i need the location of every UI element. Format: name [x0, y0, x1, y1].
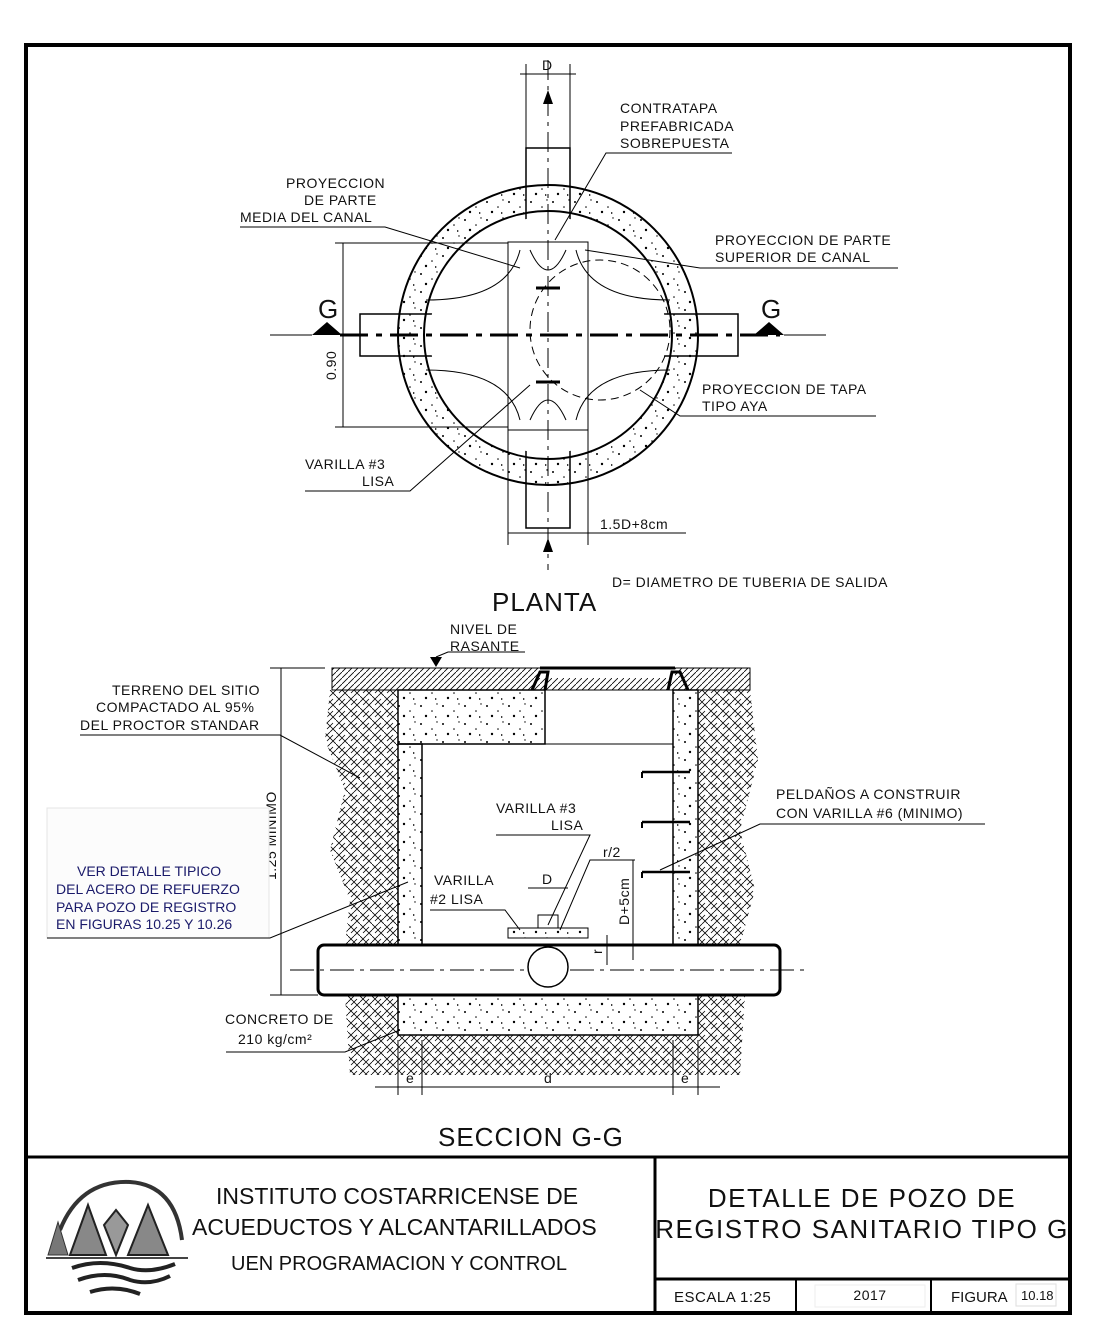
scale: ESCALA 1:25	[674, 1289, 771, 1306]
note-line-1: VER DETALLE TIPICO	[77, 863, 221, 879]
dim-d-section: D	[542, 871, 553, 887]
dim-r: r	[589, 949, 605, 954]
org-unit: UEN PROGRAMACION Y CONTROL	[231, 1253, 567, 1275]
dim-d5: D+5cm	[616, 878, 632, 925]
section-title: SECCION G-G	[438, 1122, 624, 1152]
label-terreno-1: TERRENO DEL SITIO	[112, 682, 260, 698]
label-varilla3-1: VARILLA #3	[496, 800, 576, 816]
figure-number: 10.18	[1021, 1288, 1054, 1303]
label-proy-media-2: DE PARTE	[304, 192, 377, 208]
dim-e-right: e	[681, 1070, 689, 1086]
plan-view: G G D 0.90 1.5D+8cm CONTRATAPA PREFABRIC…	[240, 57, 898, 617]
title-block: INSTITUTO COSTARRICENSE DE ACUEDUCTOS Y …	[26, 1155, 1070, 1313]
drawing-title-1: DETALLE DE POZO DE	[708, 1183, 1016, 1213]
section-mark-left: G	[318, 294, 339, 324]
label-proy-tapa-2: TIPO AYA	[702, 398, 768, 414]
label-varilla2-2: #2 LISA	[430, 891, 483, 907]
sheet-border	[24, 43, 1072, 1315]
soil-left	[325, 690, 398, 945]
top-slab	[397, 689, 546, 745]
year: 2017	[853, 1287, 886, 1303]
right-wall	[672, 689, 699, 946]
org-name-2: ACUEDUCTOS Y ALCANTARILLADOS	[192, 1214, 597, 1240]
note-line-2: DEL ACERO DE REFUERZO	[56, 881, 240, 897]
section-arrow-left	[312, 322, 342, 335]
figure-label: FIGURA	[951, 1289, 1008, 1306]
aya-logo	[46, 1179, 188, 1296]
left-wall	[397, 743, 423, 946]
label-varilla-2: LISA	[362, 473, 395, 489]
label-peldanos-2: CON VARILLA #6 (MINIMO)	[776, 805, 963, 821]
dim-090: 0.90	[323, 351, 339, 380]
dim-d-base: d	[544, 1070, 552, 1086]
label-proy-sup-1: PROYECCION DE PARTE	[715, 232, 891, 248]
section-view: NIVEL DE RASANTE 1.25 MINIMO TERRENO DEL…	[46, 621, 985, 1152]
dim-d: D	[542, 57, 553, 73]
label-varilla-1: VARILLA #3	[305, 456, 385, 472]
label-concreto-2: 210 kg/cm²	[238, 1031, 312, 1047]
label-peldanos-1: PELDAÑOS A CONSTRUIR	[776, 786, 961, 802]
label-proy-media-3: MEDIA DEL CANAL	[240, 209, 372, 225]
dim-r2: r/2	[603, 844, 621, 860]
dim-15d: 1.5D+8cm	[600, 516, 668, 532]
dim-e-left: e	[406, 1070, 414, 1086]
drawing-title-2: REGISTRO SANITARIO TIPO G	[655, 1214, 1069, 1244]
label-contratapa-2: PREFABRICADA	[620, 118, 734, 134]
label-proy-media-1: PROYECCION	[286, 175, 385, 191]
label-proy-tapa-1: PROYECCION DE TAPA	[702, 381, 867, 397]
plan-title: PLANTA	[492, 587, 597, 617]
label-nivel-2: RASANTE	[450, 638, 520, 654]
label-concreto-1: CONCRETO DE	[225, 1011, 334, 1027]
soil-right	[698, 690, 758, 945]
org-name-1: INSTITUTO COSTARRICENSE DE	[216, 1183, 578, 1209]
label-contratapa-1: CONTRATAPA	[620, 100, 718, 116]
note-box	[46, 807, 270, 939]
label-proy-sup-2: SUPERIOR DE CANAL	[715, 249, 871, 265]
section-mark-right: G	[761, 294, 782, 324]
label-terreno-2: COMPACTADO AL 95%	[96, 699, 254, 715]
label-terreno-3: DEL PROCTOR STANDAR	[80, 717, 260, 733]
bottom-slab	[397, 994, 699, 1036]
label-varilla3-2: LISA	[551, 817, 584, 833]
note-line-3: PARA POZO DE REGISTRO	[56, 899, 236, 915]
tapa-projection	[529, 259, 671, 401]
note-line-4: EN FIGURAS 10.25 Y 10.26	[56, 916, 232, 932]
label-varilla2-1: VARILLA	[434, 872, 494, 888]
section-arrow-right	[754, 322, 784, 335]
note-diameter: D= DIAMETRO DE TUBERIA DE SALIDA	[612, 574, 888, 590]
label-nivel-1: NIVEL DE	[450, 621, 517, 637]
label-contratapa-3: SOBREPUESTA	[620, 135, 730, 151]
